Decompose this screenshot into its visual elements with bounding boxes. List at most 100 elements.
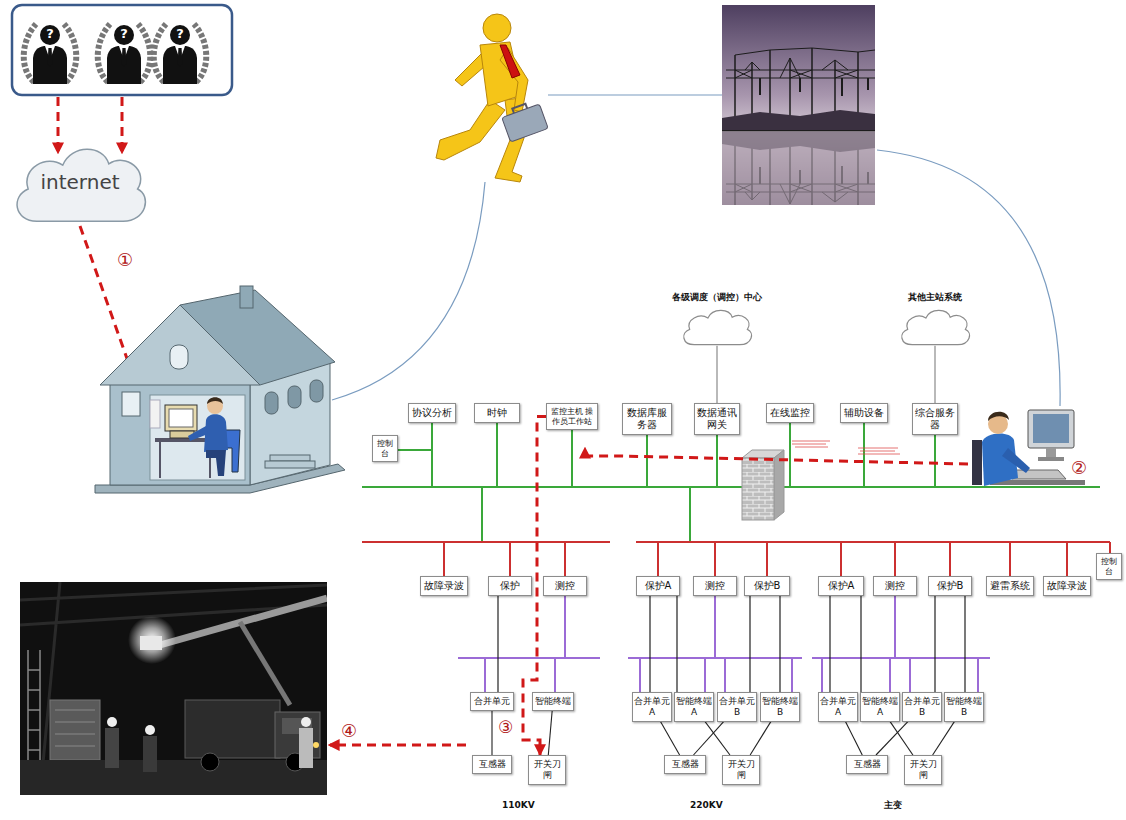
node-text: 其他主站系统 [908, 292, 962, 303]
accident-photo [50, 700, 100, 760]
house-illustration [110, 380, 250, 485]
switch-box: 开关刀闸 [722, 755, 760, 785]
station-bus [362, 486, 1100, 488]
bay-device-box: 故障录波 [1043, 576, 1091, 596]
node-text: 各级调度（调控）中心 [672, 292, 762, 303]
cloud-outline [679, 306, 755, 346]
node-text: 保护A [645, 580, 672, 592]
smart-terminal-box: 智能终端B [944, 692, 984, 722]
protection-box: 保护 [488, 576, 532, 596]
sampling-bus [640, 590, 792, 700]
house-illustration [270, 455, 310, 461]
mask-question-mark: ? [173, 27, 187, 42]
measure-control-box: 测控 [693, 576, 737, 596]
running-man [500, 99, 548, 142]
attack-arrow [58, 97, 136, 384]
smart-terminal-box: 智能终端A [674, 692, 714, 722]
protection-box: 保护A [818, 576, 864, 596]
node-text: 保护A [828, 580, 855, 592]
attack-arrow [57, 97, 60, 152]
house-illustration [240, 286, 253, 308]
node-text: 合并单元A [634, 696, 670, 718]
house-illustration [207, 398, 223, 414]
hacker-icon [98, 24, 151, 84]
firewall [742, 458, 774, 520]
running-man [512, 104, 527, 113]
node-text: 智能终端A [676, 696, 712, 718]
dispatch-cloud: 各级调度（调控）中心 [661, 292, 773, 346]
station-bus [362, 418, 1100, 542]
node-text: 数据库服务器 [624, 407, 670, 431]
accident-photo [275, 712, 320, 758]
transformer-box: 互感器 [664, 755, 706, 774]
cloud-outline [897, 306, 973, 346]
accident-photo [145, 725, 155, 735]
connector [750, 722, 771, 755]
relation-line [332, 182, 485, 400]
connector [548, 711, 552, 755]
node-text: 保护 [500, 580, 520, 592]
house-illustration [150, 395, 245, 480]
relation-line [877, 150, 1060, 406]
hacker-icon [24, 24, 77, 84]
sampling-bus [485, 590, 565, 700]
callout-number: ③ [497, 718, 514, 738]
substation-photo [722, 5, 875, 205]
accident-photo [20, 760, 327, 795]
smart-terminal-box: 智能终端 [532, 692, 574, 711]
node-text: 控制台 [374, 439, 396, 458]
direct-wire [497, 590, 498, 700]
attack-arrow [121, 97, 124, 152]
substation-photo [722, 48, 875, 130]
substation-photo [722, 132, 875, 205]
node-text: 综合服务器 [914, 407, 956, 431]
operator-illustration [1038, 457, 1064, 461]
accident-photo [20, 582, 327, 795]
running-man [436, 14, 548, 182]
house-illustration [169, 409, 193, 427]
attack-arrow [330, 449, 968, 745]
measure-control-box: 测控 [873, 576, 917, 596]
accident-photo [313, 742, 319, 748]
node-text: 合并单元B [904, 696, 940, 718]
accident-photo [20, 582, 327, 795]
accident-photo [20, 582, 327, 795]
sampling-bus [822, 590, 978, 700]
station-bus [432, 418, 935, 487]
node-text: 测控 [705, 580, 725, 592]
cloud-outline [17, 149, 145, 221]
cloud-outline [897, 306, 973, 346]
running-man [483, 14, 511, 42]
substation-photo [722, 110, 875, 130]
accident-photo [140, 636, 162, 650]
accident-photo [240, 622, 290, 705]
accident-photo [160, 598, 327, 645]
callout-number: ④ [340, 721, 358, 742]
operator-illustration [1002, 448, 1030, 473]
protection-box: 保护B [928, 576, 972, 596]
garbled-traffic [858, 448, 900, 454]
house-illustration [207, 397, 223, 404]
accident-photo [185, 700, 280, 758]
connector [716, 346, 717, 403]
accident-photo [143, 736, 157, 772]
attack-arrow [330, 744, 466, 747]
voltage-label: 110KV [502, 800, 535, 810]
substation-photo [735, 70, 858, 78]
connector [845, 722, 862, 755]
station-device-box: 综合服务器 [912, 403, 958, 435]
house-illustration [265, 461, 315, 468]
operator-illustration [972, 440, 982, 485]
accident-photo [201, 753, 219, 771]
running-man [502, 104, 548, 142]
smart-terminal-box: 智能终端A [860, 692, 900, 722]
node-text: internet [40, 170, 119, 194]
connector [890, 722, 913, 755]
connector [934, 346, 935, 403]
station-bus [482, 487, 690, 542]
node-text: 控制台 [1098, 557, 1120, 576]
node-text: 测控 [555, 580, 575, 592]
accident-photo [55, 710, 95, 746]
protection-box: 保护A [636, 576, 680, 596]
relation-line [332, 95, 1060, 406]
